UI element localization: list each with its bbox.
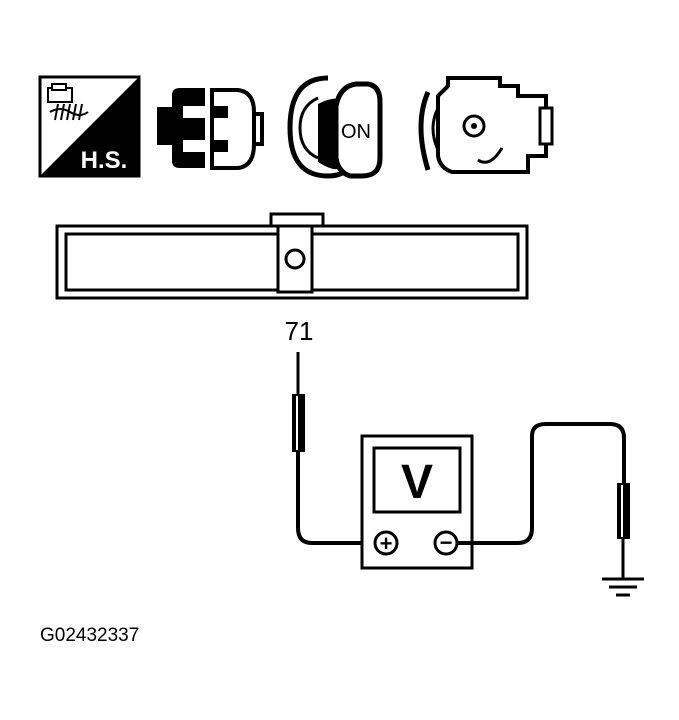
harness-connector-icon: H.S. [38,75,141,178]
positive-symbol: + [380,531,393,556]
ignition-key-icon: ON [287,75,383,179]
negative-terminal [433,530,459,556]
connector-body [55,212,529,300]
negative-lead [458,422,630,578]
voltmeter: V + − [360,434,474,570]
engine-icon [418,76,554,174]
positive-probe [292,352,372,545]
pin-label: 71 [285,316,314,346]
meter-label: V [401,456,433,509]
key-label: ON [341,121,371,143]
figure-id: G02432337 [40,625,139,646]
meter-display [372,446,462,514]
ground-symbol [602,577,644,597]
harness-label: H.S. [81,147,128,174]
negative-symbol: − [440,530,453,555]
terminal-hole [284,248,306,270]
positive-terminal [373,530,399,556]
connector-disconnect-icon [157,88,264,170]
